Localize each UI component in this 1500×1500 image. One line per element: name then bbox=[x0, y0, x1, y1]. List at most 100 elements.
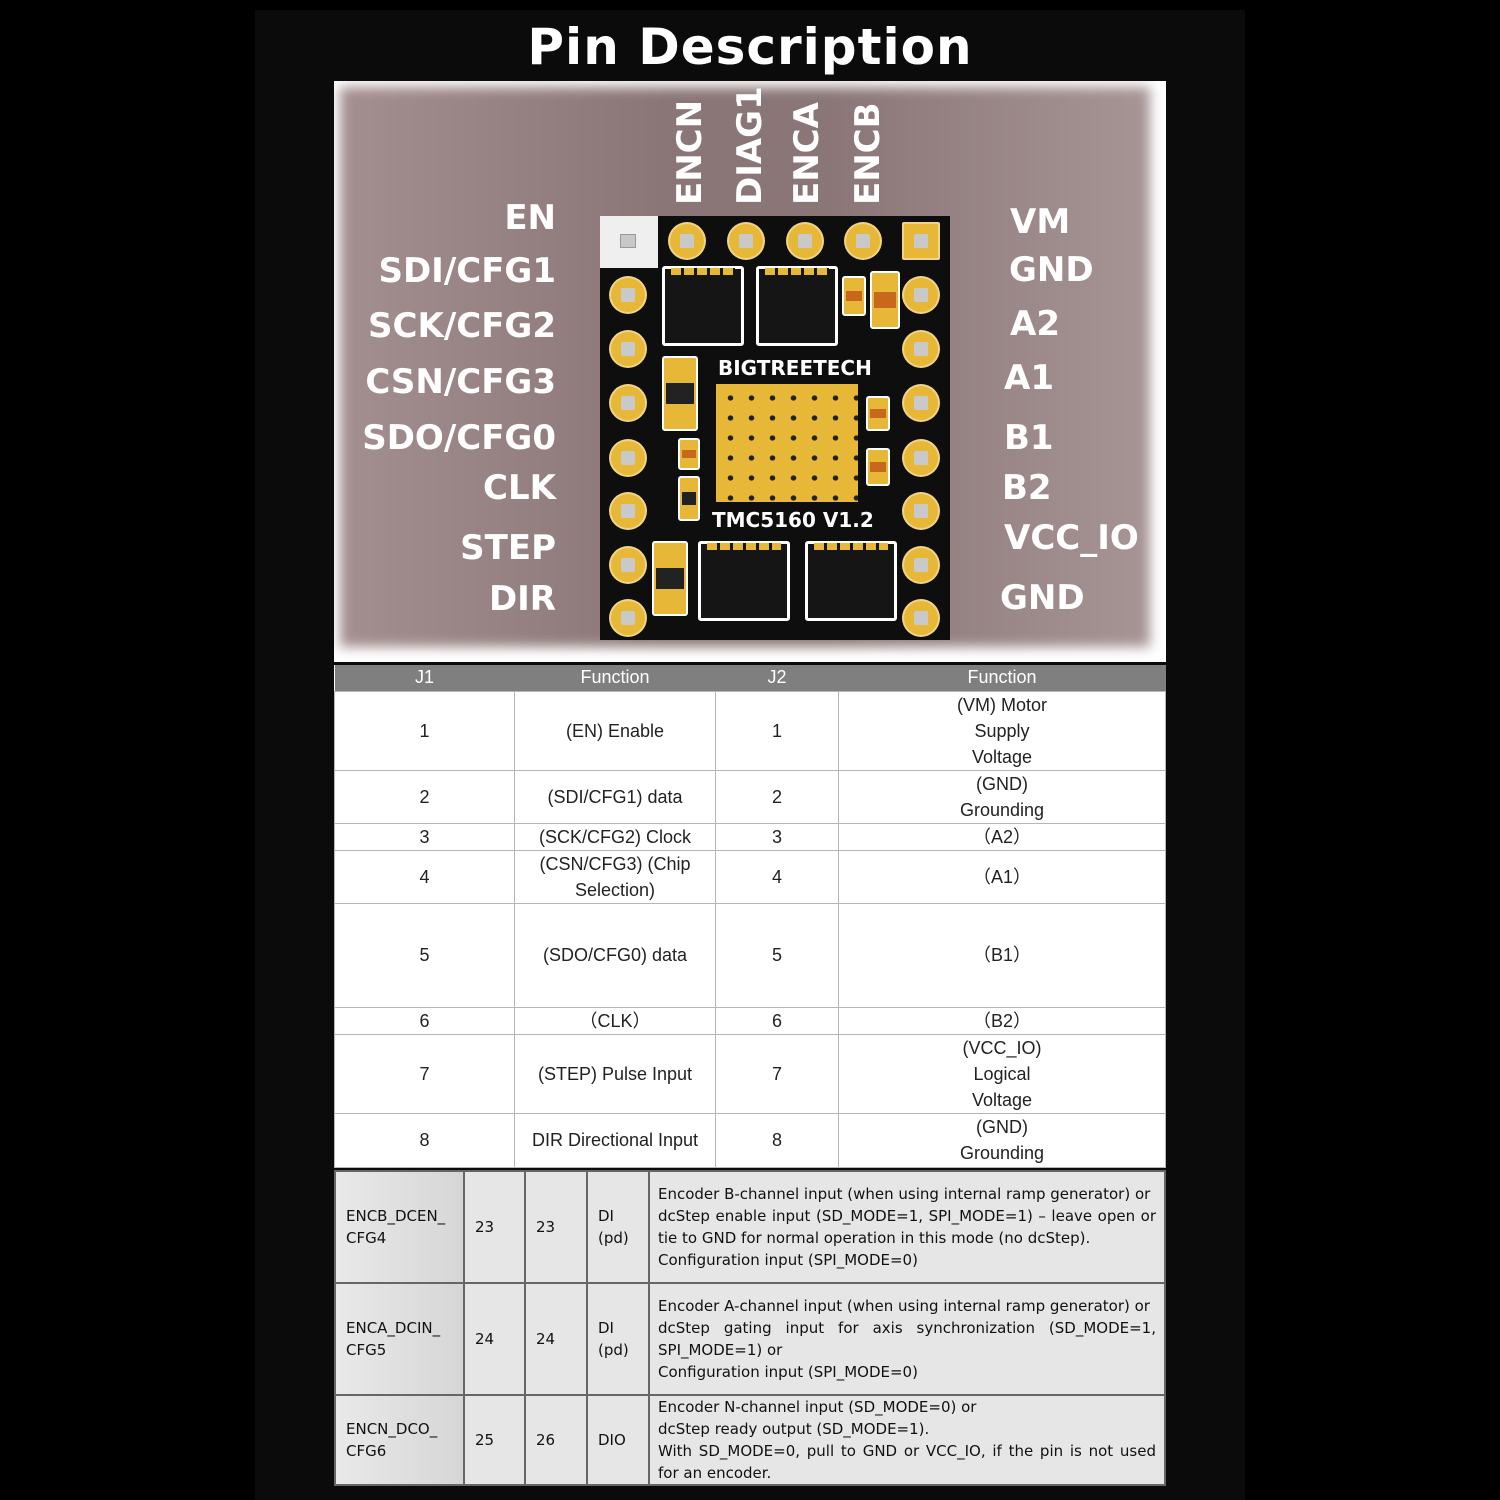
j1-pin: 8 bbox=[334, 1112, 515, 1168]
pin-pad bbox=[902, 439, 940, 477]
description-line: dcStep ready output (SD_MODE=1). bbox=[658, 1419, 930, 1438]
j1-pin: 5 bbox=[334, 902, 515, 1008]
pin-type: DI (pd) bbox=[586, 1169, 650, 1284]
j1-pin: 6 bbox=[334, 1006, 515, 1035]
pin-number-a: 23 bbox=[463, 1169, 526, 1284]
pin-pad bbox=[609, 546, 647, 584]
j1-pin: 3 bbox=[334, 822, 515, 851]
j2-function: (VM) Motor Supply Voltage bbox=[838, 690, 1166, 771]
j2-pin: 3 bbox=[715, 822, 839, 851]
pin-label-a1: A1 bbox=[1004, 358, 1054, 398]
description-line: Encoder A-channel input (when using inte… bbox=[658, 1296, 1150, 1315]
description-line: Configuration input (SPI_MODE=0) bbox=[658, 1250, 918, 1269]
description-line: Configuration input (SPI_MODE=0) bbox=[658, 1362, 918, 1381]
table-row: 4(CSN/CFG3) (Chip Selection)4（A1） bbox=[334, 849, 1166, 904]
j2-function: （A2） bbox=[838, 822, 1166, 851]
j2-pin: 1 bbox=[715, 690, 839, 771]
pin-label-encb: ENCB bbox=[848, 102, 888, 205]
pin-pad bbox=[902, 330, 940, 368]
pin-label-csn-cfg3: CSN/CFG3 bbox=[365, 362, 556, 402]
j1-function: (STEP) Pulse Input bbox=[514, 1033, 716, 1114]
j1-function: (SDO/CFG0) data bbox=[514, 902, 716, 1008]
description-line: Encoder N-channel input (SD_MODE=0) or bbox=[658, 1397, 977, 1416]
pin-pad bbox=[668, 222, 706, 260]
pin-description: Encoder A-channel input (when using inte… bbox=[648, 1281, 1166, 1396]
column-header: J1 bbox=[334, 665, 515, 691]
description-line: dcStep gating input for axis synchroniza… bbox=[658, 1318, 1156, 1359]
brand-silkscreen: BIGTREETECH bbox=[718, 356, 872, 380]
pin-pad bbox=[902, 276, 940, 314]
pin-label-a2: A2 bbox=[1010, 304, 1060, 344]
j2-pin: 6 bbox=[715, 1006, 839, 1035]
pin-number-b: 26 bbox=[524, 1393, 588, 1486]
pin-label-sdo-cfg0: SDO/CFG0 bbox=[362, 418, 556, 458]
pin-number-b: 24 bbox=[524, 1281, 588, 1396]
description-line: dcStep enable input (SD_MODE=1, SPI_MODE… bbox=[658, 1206, 1156, 1247]
j1-function: (SDI/CFG1) data bbox=[514, 769, 716, 824]
pcb-board: BIGTREETECH TMC5160 V1.2 bbox=[600, 216, 950, 640]
j2-function: （A1） bbox=[838, 849, 1166, 904]
j2-pin: 2 bbox=[715, 769, 839, 824]
j1-pin: 4 bbox=[334, 849, 515, 904]
driver-ic-thermal-pad bbox=[716, 384, 858, 502]
resistor bbox=[652, 541, 688, 616]
column-header: Function bbox=[514, 665, 716, 691]
j2-pin: 8 bbox=[715, 1112, 839, 1168]
pin-pad bbox=[902, 546, 940, 584]
capacitor bbox=[842, 276, 866, 316]
model-silkscreen: TMC5160 V1.2 bbox=[712, 508, 874, 532]
mosfet-chip bbox=[662, 266, 744, 346]
pin-number-a: 24 bbox=[463, 1281, 526, 1396]
pin-label-step: STEP bbox=[460, 528, 556, 568]
mosfet-chip bbox=[698, 541, 790, 621]
j1-function: DIR Directional Input bbox=[514, 1112, 716, 1168]
j2-function: （B2） bbox=[838, 1006, 1166, 1035]
pin-description: Encoder N-channel input (SD_MODE=0) or dc… bbox=[648, 1393, 1166, 1486]
pin-label-gnd: GND bbox=[1009, 250, 1094, 290]
pin-description: Encoder B-channel input (when using inte… bbox=[648, 1169, 1166, 1284]
pin1-marker bbox=[600, 216, 658, 268]
j2-function: (GND) Grounding bbox=[838, 1112, 1166, 1168]
j2-function: (VCC_IO) Logical Voltage bbox=[838, 1033, 1166, 1114]
j1-pin: 2 bbox=[334, 769, 515, 824]
pin-label-dir: DIR bbox=[488, 579, 556, 619]
resistor bbox=[662, 356, 698, 431]
pin-label-en: EN bbox=[504, 198, 556, 238]
j1-function: （CLK） bbox=[514, 1006, 716, 1035]
page-title: Pin Description bbox=[527, 18, 973, 76]
j1-pin: 1 bbox=[334, 690, 515, 771]
pin-label-enca: ENCA bbox=[787, 102, 827, 205]
pin-pad bbox=[727, 222, 765, 260]
column-header: Function bbox=[838, 665, 1166, 691]
pin-label-b1: B1 bbox=[1004, 418, 1054, 458]
mosfet-chip bbox=[756, 266, 838, 346]
pin-pad bbox=[609, 330, 647, 368]
j2-function: （B1） bbox=[838, 902, 1166, 1008]
capacitor bbox=[678, 438, 700, 470]
pin-pad bbox=[786, 222, 824, 260]
capacitor bbox=[870, 271, 900, 329]
j1-pin: 7 bbox=[334, 1033, 515, 1114]
pin-pad bbox=[902, 492, 940, 530]
pin-number-b: 23 bbox=[524, 1169, 588, 1284]
pin-label-vm: VM bbox=[1010, 202, 1071, 242]
j1-function: (SCK/CFG2) Clock bbox=[514, 822, 716, 851]
column-header: J2 bbox=[715, 665, 839, 691]
j2-pin: 5 bbox=[715, 902, 839, 1008]
mosfet-chip bbox=[805, 541, 897, 621]
pin-label-encn: ENCN bbox=[670, 99, 710, 205]
pin-label-vcc_io: VCC_IO bbox=[1004, 518, 1139, 558]
pin-label-diag1: DIAG1 bbox=[730, 86, 770, 205]
capacitor bbox=[866, 448, 890, 486]
